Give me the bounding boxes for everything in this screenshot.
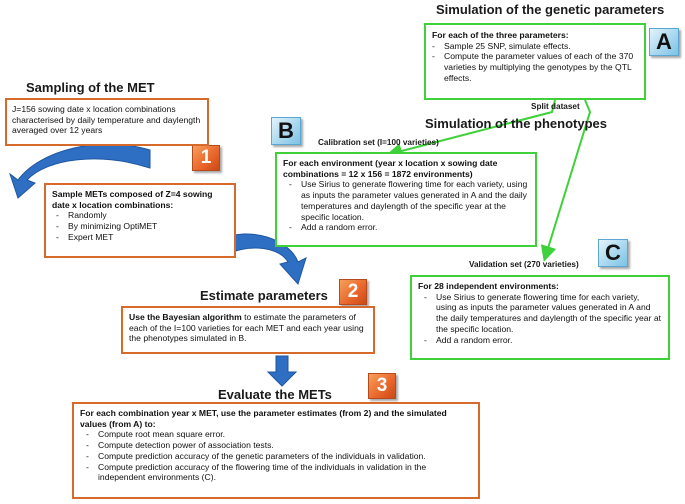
box-validation-environments: For 28 independent environments: Use Sir… [410, 275, 670, 360]
split-line-to-calibration [386, 99, 556, 159]
box-b-list: Use Sirius to generate flowering time fo… [283, 179, 529, 233]
box-z-list: Randomly By minimizing OptiMET Expert ME… [52, 210, 228, 242]
badge-1: 1 [192, 145, 220, 171]
badge-3: 3 [368, 373, 396, 399]
badge-C: C [598, 239, 628, 267]
box-evaluate-item: Compute prediction accuracy of the genet… [86, 451, 472, 462]
title-genetic-parameters: Simulation of the genetic parameters [436, 2, 665, 17]
box-c-list: Use Sirius to generate flowering time fo… [418, 292, 662, 346]
box-evaluate-list: Compute root mean square error. Compute … [80, 429, 472, 483]
box-a-list: Sample 25 SNP, simulate effects. Compute… [432, 41, 638, 84]
label-calibration-set: Calibration set (I=100 varieties) [318, 138, 439, 147]
box-estimate-text: to estimate the parameters of each of th… [129, 312, 364, 344]
box-b-item: Use Sirius to generate flowering time fo… [289, 179, 529, 222]
box-j-text: J=156 sowing date x location combination… [12, 104, 201, 136]
box-c-item: Add a random error. [424, 335, 662, 346]
box-a-item: Compute the parameter values of each of … [432, 51, 638, 83]
box-estimate-parameters: Use the Bayesian algorithm to estimate t… [121, 306, 375, 354]
box-evaluate-item: Compute prediction accuracy of the flowe… [86, 462, 472, 483]
box-evaluate-mets: For each combination year x MET, use the… [72, 402, 480, 499]
box-evaluate-heading: For each combination year x MET, use the… [80, 408, 447, 429]
box-genetic-parameters: For each of the three parameters: Sample… [424, 23, 646, 100]
title-phenotypes: Simulation of the phenotypes [425, 116, 608, 131]
box-a-heading: For each of the three parameters: [432, 30, 569, 40]
box-c-item: Use Sirius to generate flowering time fo… [424, 292, 662, 335]
title-met-sampling: Sampling of the MET [26, 80, 155, 95]
box-calibration-environments: For each environment (year x location x … [275, 152, 537, 247]
title-evaluate-mets: Evaluate the METs [218, 387, 332, 402]
box-c-heading: For 28 independent environments: [418, 281, 559, 291]
box-evaluate-item: Compute root mean square error. [86, 429, 472, 440]
badge-2: 2 [339, 279, 367, 305]
box-estimate-bold: Use the Bayesian algorithm [129, 312, 242, 322]
box-sample-mets: Sample METs composed of Z=4 sowing date … [44, 183, 236, 258]
box-a-item: Sample 25 SNP, simulate effects. [432, 41, 638, 52]
split-line-to-validation [540, 99, 592, 262]
box-evaluate-item: Compute detection power of association t… [86, 440, 472, 451]
box-z-heading: Sample METs composed of Z=4 sowing date … [52, 189, 213, 210]
box-z-item: Expert MET [56, 232, 228, 243]
title-estimate-parameters: Estimate parameters [200, 288, 328, 303]
box-met-combinations: J=156 sowing date x location combination… [5, 98, 209, 146]
box-b-heading: For each environment (year x location x … [283, 158, 498, 179]
box-z-item: Randomly [56, 210, 228, 221]
label-validation-set: Validation set (270 varieties) [469, 260, 579, 269]
down-arrow-evaluate [266, 355, 298, 387]
badge-A: A [649, 28, 679, 56]
badge-B: B [271, 117, 301, 145]
box-b-item: Add a random error. [289, 222, 529, 233]
box-z-item: By minimizing OptiMET [56, 221, 228, 232]
label-split-dataset: Split dataset [531, 102, 580, 111]
